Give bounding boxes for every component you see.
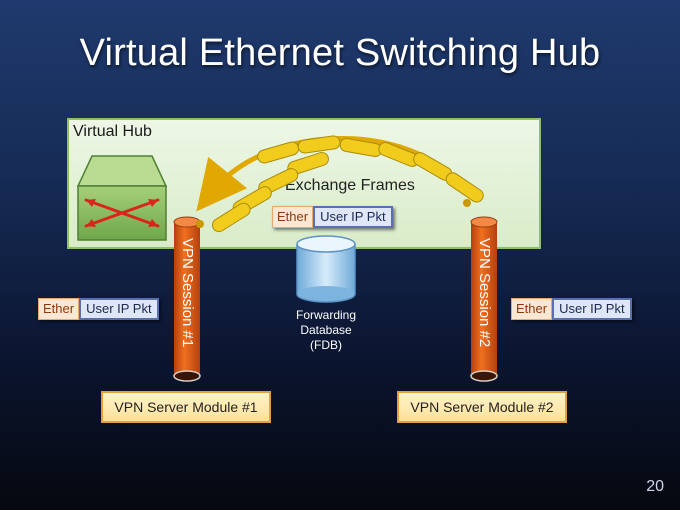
exchange-frames-label: Exchange Frames [285,177,415,194]
ether-header: Ether [38,298,80,320]
frame-pills [211,135,484,233]
packet-center: Ether User IP Pkt [272,206,393,228]
frame-pill [297,135,341,154]
user-ip-payload: User IP Pkt [313,206,393,228]
vpn-session-2-label: VPN Session #2 [476,238,493,348]
ether-header: Ether [511,298,553,320]
packet-right: Ether User IP Pkt [511,298,632,320]
virtual-hub-label: Virtual Hub [73,123,152,140]
user-ip-payload: User IP Pkt [79,298,159,320]
vpn-session-tube-2 [470,216,498,382]
fdb-label: Forwarding Database (FDB) [270,308,382,353]
frame-pill [211,202,251,233]
switch-icon [76,155,168,241]
vpn-server-module-2: VPN Server Module #2 [397,391,567,423]
page-number: 20 [646,478,664,495]
vpn-session-tube-1 [173,216,201,382]
fdb-label-line1: Forwarding [295,308,357,322]
vpn-server-module-1: VPN Server Module #1 [101,391,271,423]
fdb-label-line2: Database [300,323,352,337]
fdb-label-line3: (FDB) [310,338,342,352]
ether-header: Ether [272,206,314,228]
vpn-session-1-label: VPN Session #1 [179,238,196,348]
database-icon [296,235,356,303]
user-ip-payload: User IP Pkt [552,298,632,320]
slide-title: Virtual Ethernet Switching Hub [79,32,601,74]
session-1-endpoint [196,220,204,228]
packet-left: Ether User IP Pkt [38,298,159,320]
session-2-endpoint [463,199,471,207]
frame-pill [445,172,484,203]
